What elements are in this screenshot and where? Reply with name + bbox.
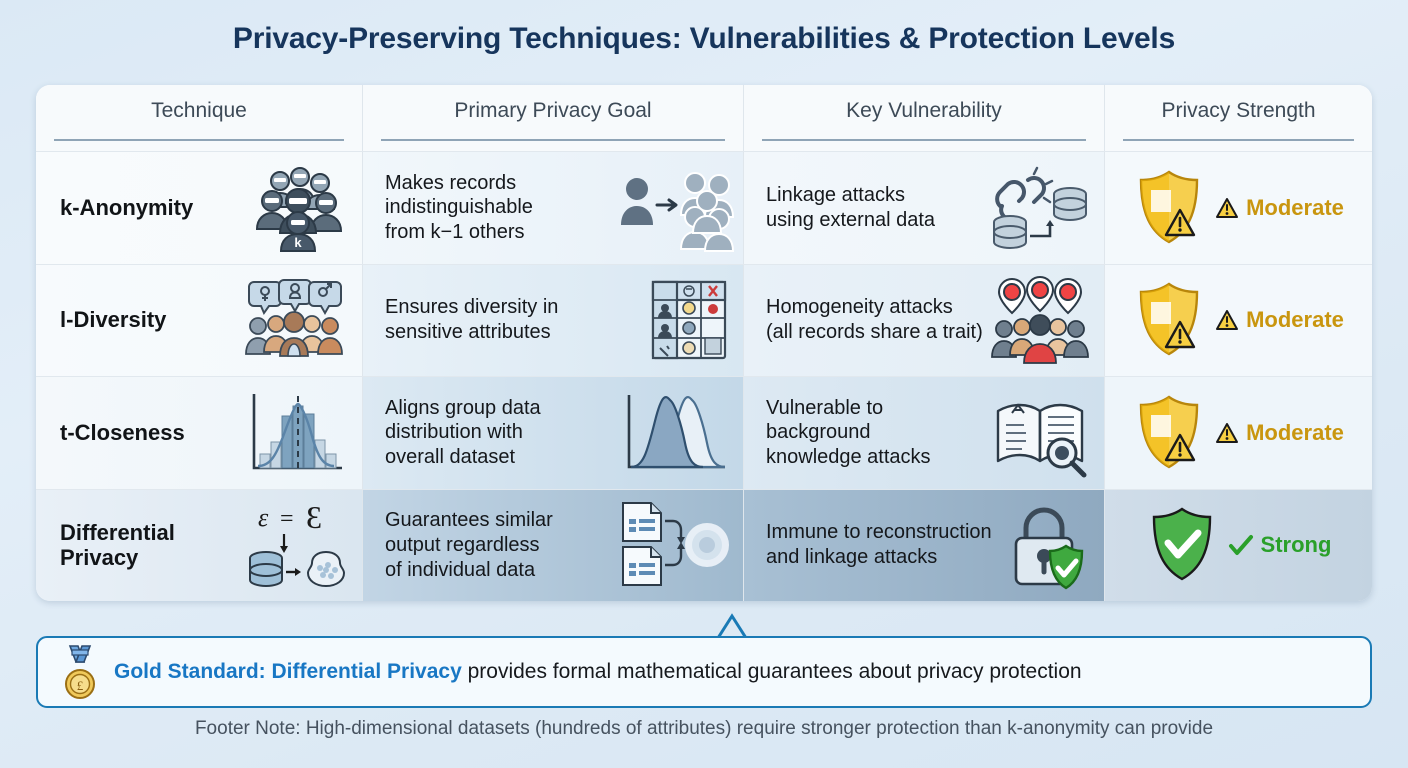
goal-text: Makes records indistinguishable from k−1… (385, 171, 533, 244)
cell-privacy-strength: Moderate (1104, 152, 1372, 264)
svg-text:k: k (294, 235, 302, 250)
svg-text:£: £ (77, 678, 84, 693)
column-header-label: Technique (151, 99, 247, 122)
cell-primary-privacy-goal: Makes records indistinguishable from k−1… (362, 152, 743, 264)
table-row: t-Closeness (36, 376, 1372, 489)
identical-markers-crowd-icon (988, 276, 1092, 365)
strength-label: Strong (1260, 532, 1332, 558)
column-header-privacy-strength: Privacy Strength (1104, 85, 1372, 151)
person-to-group-icon (619, 167, 735, 252)
documents-noise-cloud-icon (617, 499, 729, 591)
technique-label: l-Diversity (60, 307, 167, 333)
cell-primary-privacy-goal: Guarantees similar output regardless of … (362, 489, 743, 601)
cell-primary-privacy-goal: Aligns group data distribution with over… (362, 377, 743, 489)
vulnerability-text: Linkage attacks using external data (766, 183, 936, 231)
gold-medal-icon: £ (60, 644, 100, 700)
vulnerability-text: Vulnerable to background knowledge attac… (766, 396, 931, 469)
cell-key-vulnerability: Immune to reconstruction and linkage att… (743, 489, 1104, 601)
comparison-table: Technique Primary Privacy Goal Key Vulne… (36, 85, 1372, 601)
cell-key-vulnerability: Linkage attacks using external data (743, 152, 1104, 264)
cell-technique: k-Anonymity (36, 152, 362, 264)
column-header-key-vulnerability: Key Vulnerability (743, 85, 1104, 151)
histogram-distribution-icon (246, 390, 346, 476)
shield-check-icon (1146, 505, 1218, 585)
shield-warning-icon (1133, 393, 1205, 473)
cell-privacy-strength: Moderate (1104, 377, 1372, 489)
svg-text:=: = (280, 506, 294, 532)
diverse-group-icon (242, 278, 346, 362)
cell-technique: l-Diversity (36, 264, 362, 376)
shield-warning-icon (1133, 168, 1205, 248)
technique-label: k-Anonymity (60, 194, 194, 220)
strength-label: Moderate (1246, 194, 1344, 220)
callout-highlight: Gold Standard: Differential Privacy (114, 660, 462, 683)
column-header-label: Privacy Strength (1161, 99, 1316, 122)
book-magnifier-icon (992, 391, 1092, 478)
svg-text:ε: ε (258, 503, 269, 532)
technique-label: t-Closeness (60, 419, 185, 445)
cell-primary-privacy-goal: Ensures diversity in sensitive attribute… (362, 264, 743, 376)
column-header-technique: Technique (36, 85, 362, 151)
goal-text: Ensures diversity in sensitive attribute… (385, 296, 559, 344)
epsilon-noise-database-icon: ε = Ɛ (240, 499, 346, 590)
column-header-primary-privacy-goal: Primary Privacy Goal (362, 85, 743, 151)
strength-badge: Strong (1228, 532, 1332, 558)
strength-badge: Moderate (1215, 420, 1344, 446)
callout-rest: provides formal mathematical guarantees … (461, 660, 1082, 683)
two-curves-icon (623, 391, 729, 475)
table-row: k-Anonymity (36, 151, 1372, 264)
strength-badge: Moderate (1215, 195, 1344, 221)
strength-label: Moderate (1246, 419, 1344, 445)
goal-text: Aligns group data distribution with over… (385, 396, 541, 469)
attribute-table-icon (649, 278, 729, 362)
lock-shield-check-icon (1008, 500, 1092, 590)
callout-text: Gold Standard: Differential Privacy prov… (114, 660, 1082, 684)
gold-standard-callout: £ Gold Standard: Differential Privacy pr… (36, 636, 1372, 708)
technique-label: Differential Privacy (60, 519, 175, 571)
table-header-row: Technique Primary Privacy Goal Key Vulne… (36, 85, 1372, 151)
cell-technique: t-Closeness (36, 377, 362, 489)
cell-key-vulnerability: Homogeneity attacks (all records share a… (743, 264, 1104, 376)
warning-triangle-icon (1216, 422, 1239, 443)
column-header-label: Primary Privacy Goal (454, 99, 652, 122)
warning-triangle-icon (1216, 197, 1239, 218)
table-row: l-Diversity (36, 263, 1372, 376)
svg-text:Ɛ: Ɛ (306, 499, 322, 535)
warning-triangle-icon (1216, 310, 1239, 331)
broken-chain-databases-icon (984, 164, 1092, 252)
cell-privacy-strength: Moderate (1104, 264, 1372, 376)
page-title: Privacy-Preserving Techniques: Vulnerabi… (232, 22, 1176, 55)
column-header-label: Key Vulnerability (846, 99, 1002, 122)
cell-privacy-strength: Strong (1104, 489, 1372, 601)
check-mark-icon (1228, 535, 1253, 556)
vulnerability-text: Immune to reconstruction and linkage att… (766, 521, 992, 569)
footer-note: Footer Note: High-dimensional datasets (… (194, 718, 1214, 739)
strength-badge: Moderate (1215, 307, 1344, 333)
vulnerability-text: Homogeneity attacks (all records share a… (766, 296, 983, 344)
goal-text: Guarantees similar output regardless of … (385, 509, 553, 581)
table-row: Differential Privacy ε = Ɛ (36, 488, 1372, 601)
strength-label: Moderate (1246, 307, 1344, 333)
anonymous-crowd-icon: k (250, 165, 346, 252)
cell-key-vulnerability: Vulnerable to background knowledge attac… (743, 377, 1104, 489)
shield-warning-icon (1133, 280, 1205, 360)
cell-technique: Differential Privacy ε = Ɛ (36, 489, 362, 601)
